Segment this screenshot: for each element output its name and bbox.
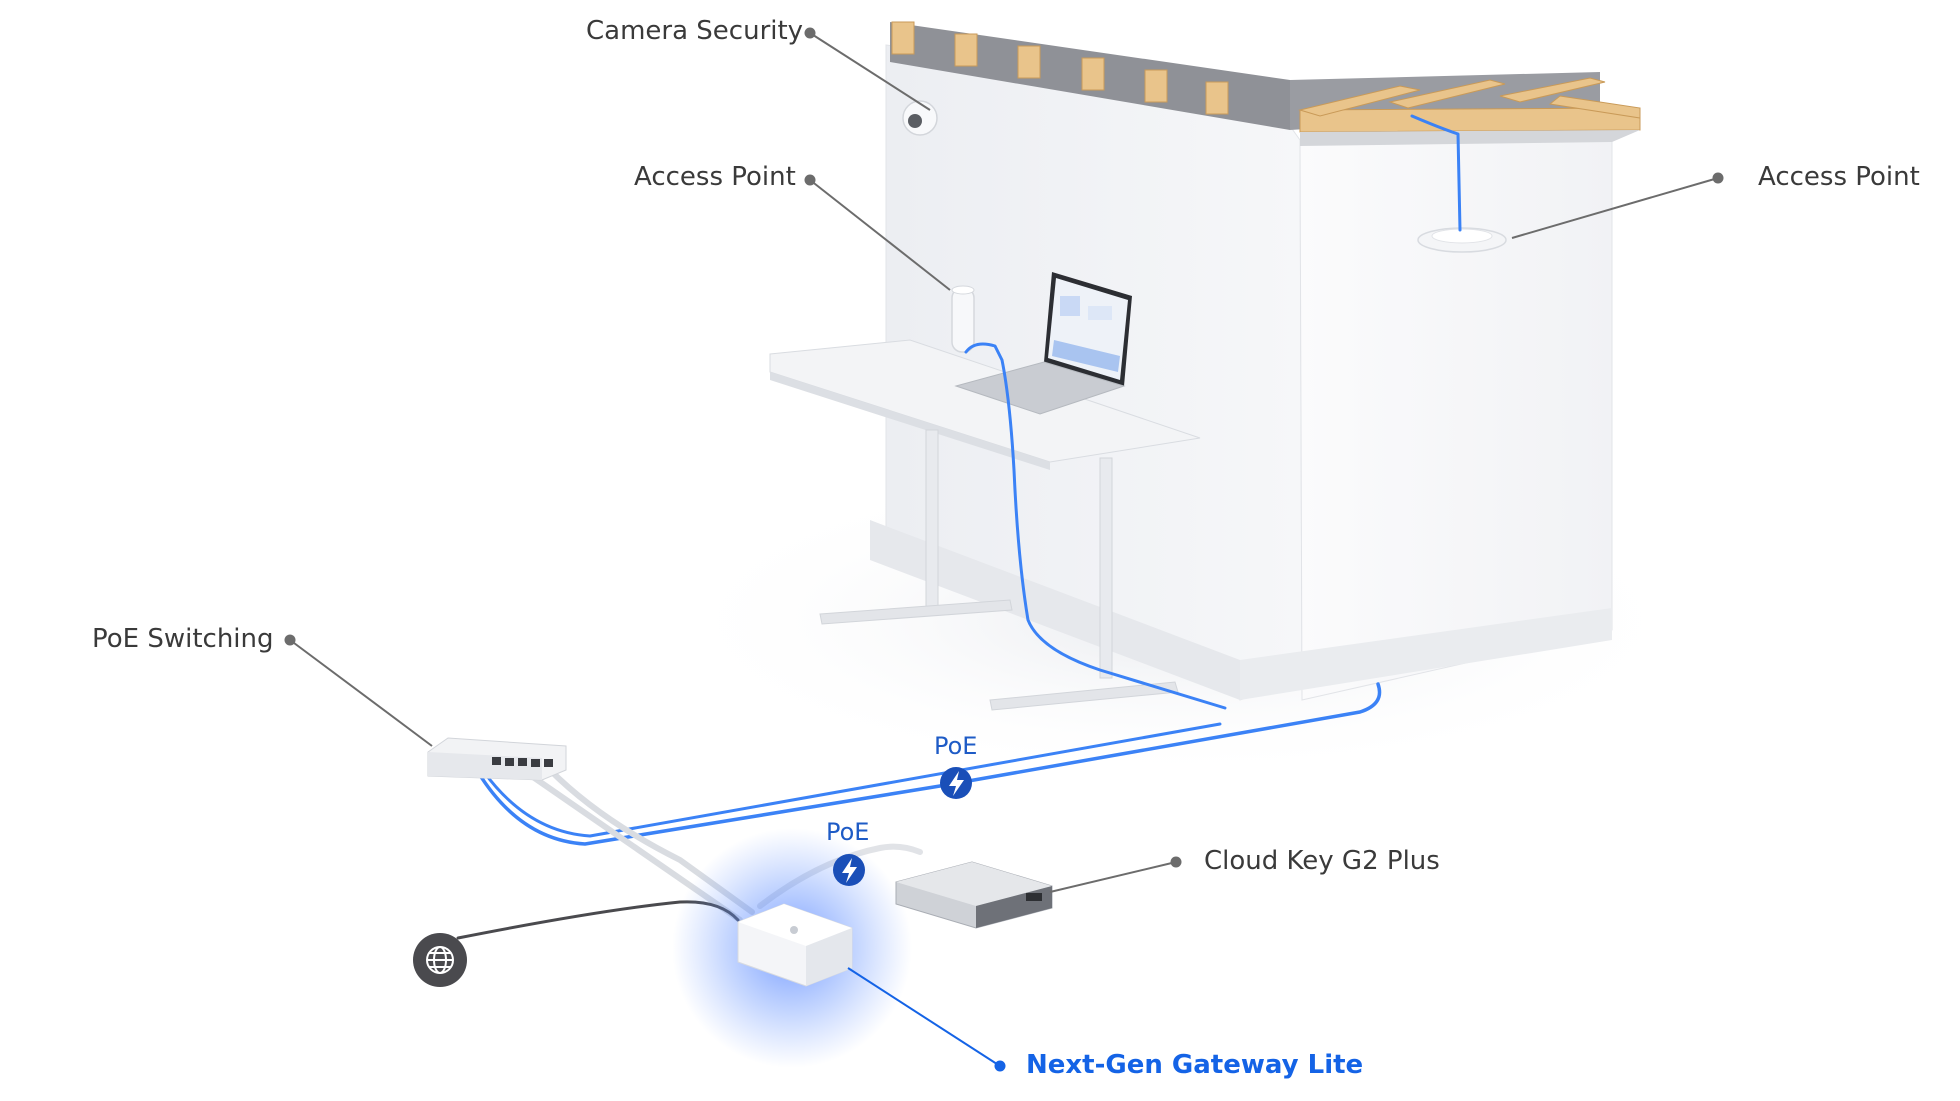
poe-badge-lower	[833, 854, 865, 886]
laptop-device	[954, 272, 1132, 415]
desk-top-edge	[770, 372, 1050, 470]
cable-poe-desk-run	[482, 722, 1222, 838]
desk-access-point-device	[951, 285, 975, 353]
desk-leg-left	[925, 429, 939, 611]
cable-desk-ap	[964, 342, 1227, 710]
leader-access-point-desk	[809, 179, 951, 291]
wood-joists	[891, 21, 1641, 133]
desk-top	[769, 339, 1201, 463]
gateway-device	[737, 903, 853, 987]
leader-camera-security	[809, 32, 931, 111]
globe-icon	[426, 946, 454, 974]
cable-poe-wall-run	[476, 682, 1382, 846]
desk-foot-left	[819, 599, 1013, 625]
label-gateway: Next-Gen Gateway Lite	[1026, 1050, 1364, 1080]
ceiling-access-point-device	[1417, 227, 1507, 253]
wall-baseboard-front	[870, 520, 1240, 700]
leader-poe-switching	[289, 639, 433, 747]
label-access-point-desk: Access Point	[634, 162, 796, 192]
poe-label-lower: PoE	[826, 818, 870, 846]
internet-badge	[413, 933, 467, 987]
desk	[769, 339, 1201, 711]
leader-access-point-ceiling	[1511, 177, 1719, 239]
security-camera-device	[902, 100, 938, 136]
label-access-point-ceiling: Access Point	[1758, 162, 1920, 192]
laptop-base	[954, 361, 1126, 415]
poe-badge-upper	[940, 767, 972, 799]
cloud-key-device	[895, 861, 1053, 929]
cables	[456, 114, 1462, 940]
lightning-bolt-icon	[842, 858, 857, 883]
desk-foot-right	[989, 681, 1179, 711]
label-poe-switching: PoE Switching	[92, 624, 274, 654]
poe-switch-device	[427, 737, 567, 781]
leader-cloud-key	[1049, 861, 1177, 893]
poe-label-upper: PoE	[934, 732, 978, 760]
lightning-bolt-icon	[949, 771, 964, 796]
wall-baseboard-right	[1240, 608, 1612, 700]
cable-switch-gateway-2	[547, 767, 755, 915]
label-cloud-key: Cloud Key G2 Plus	[1204, 846, 1440, 876]
desk-leg-right	[1099, 457, 1113, 679]
leader-lines	[289, 32, 1719, 1067]
leader-gateway	[847, 967, 1001, 1067]
label-camera-security: Camera Security	[586, 16, 804, 46]
wall	[870, 21, 1641, 701]
cable-ceiling-ap	[1410, 114, 1462, 232]
leader-dots	[284, 27, 1724, 1072]
ceiling-panel	[1300, 130, 1640, 146]
